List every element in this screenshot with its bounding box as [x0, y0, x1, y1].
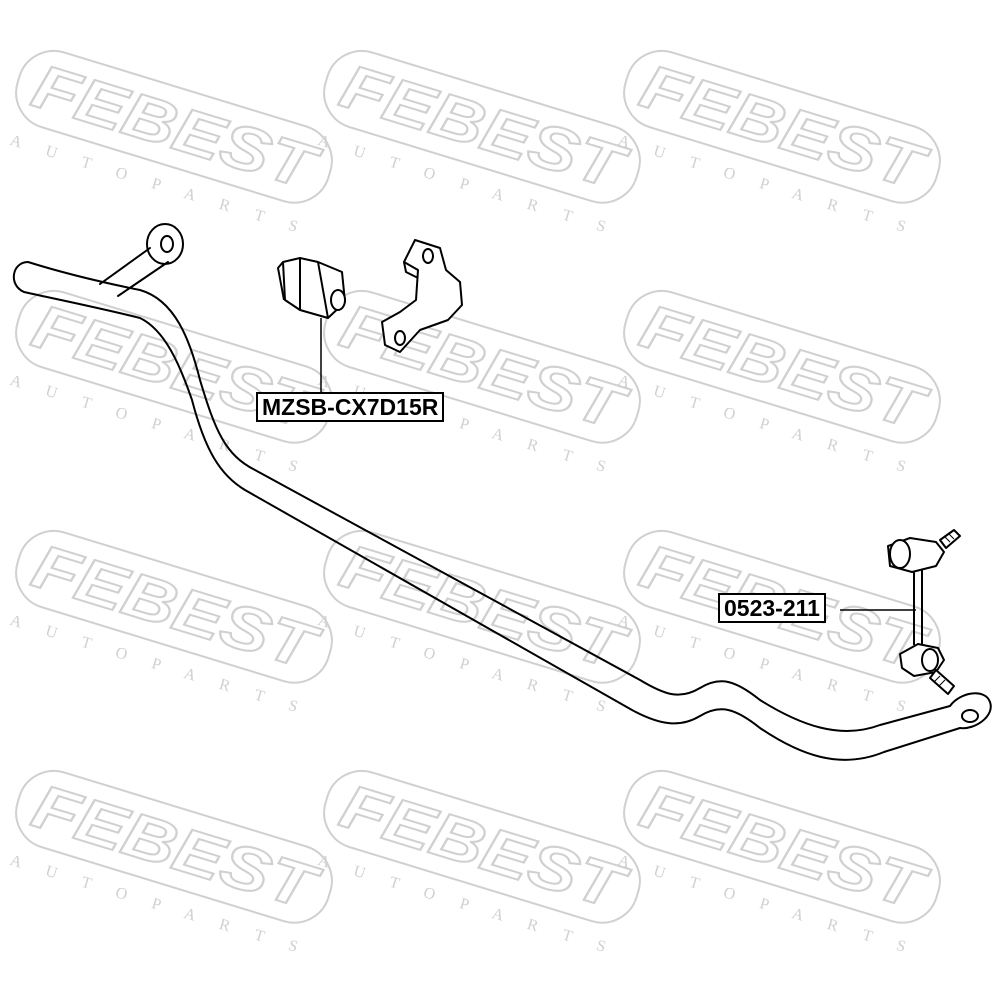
watermark-brand-text: FEBEST — [333, 52, 636, 205]
watermark-brand-text: FEBEST — [333, 772, 636, 925]
bracket-part — [381, 239, 463, 353]
bushing-part — [277, 257, 346, 319]
watermark-brand-text: FEBEST — [25, 532, 328, 685]
part-number-label-link: 0523-211 — [718, 593, 826, 623]
watermark-brand-text: FEBEST — [333, 532, 636, 685]
watermark-brand-text: FEBEST — [633, 52, 936, 205]
watermark-brand-text: FEBEST — [633, 772, 936, 925]
watermark-brand-text: FEBEST — [25, 772, 328, 925]
watermark-brand-text: FEBEST — [25, 52, 328, 205]
stabilizer-bar — [13, 223, 992, 761]
watermark-brand-text: FEBEST — [633, 292, 936, 445]
stabilizer-link-part — [887, 529, 961, 695]
part-number-label-bushing: MZSB-CX7D15R — [256, 392, 445, 422]
